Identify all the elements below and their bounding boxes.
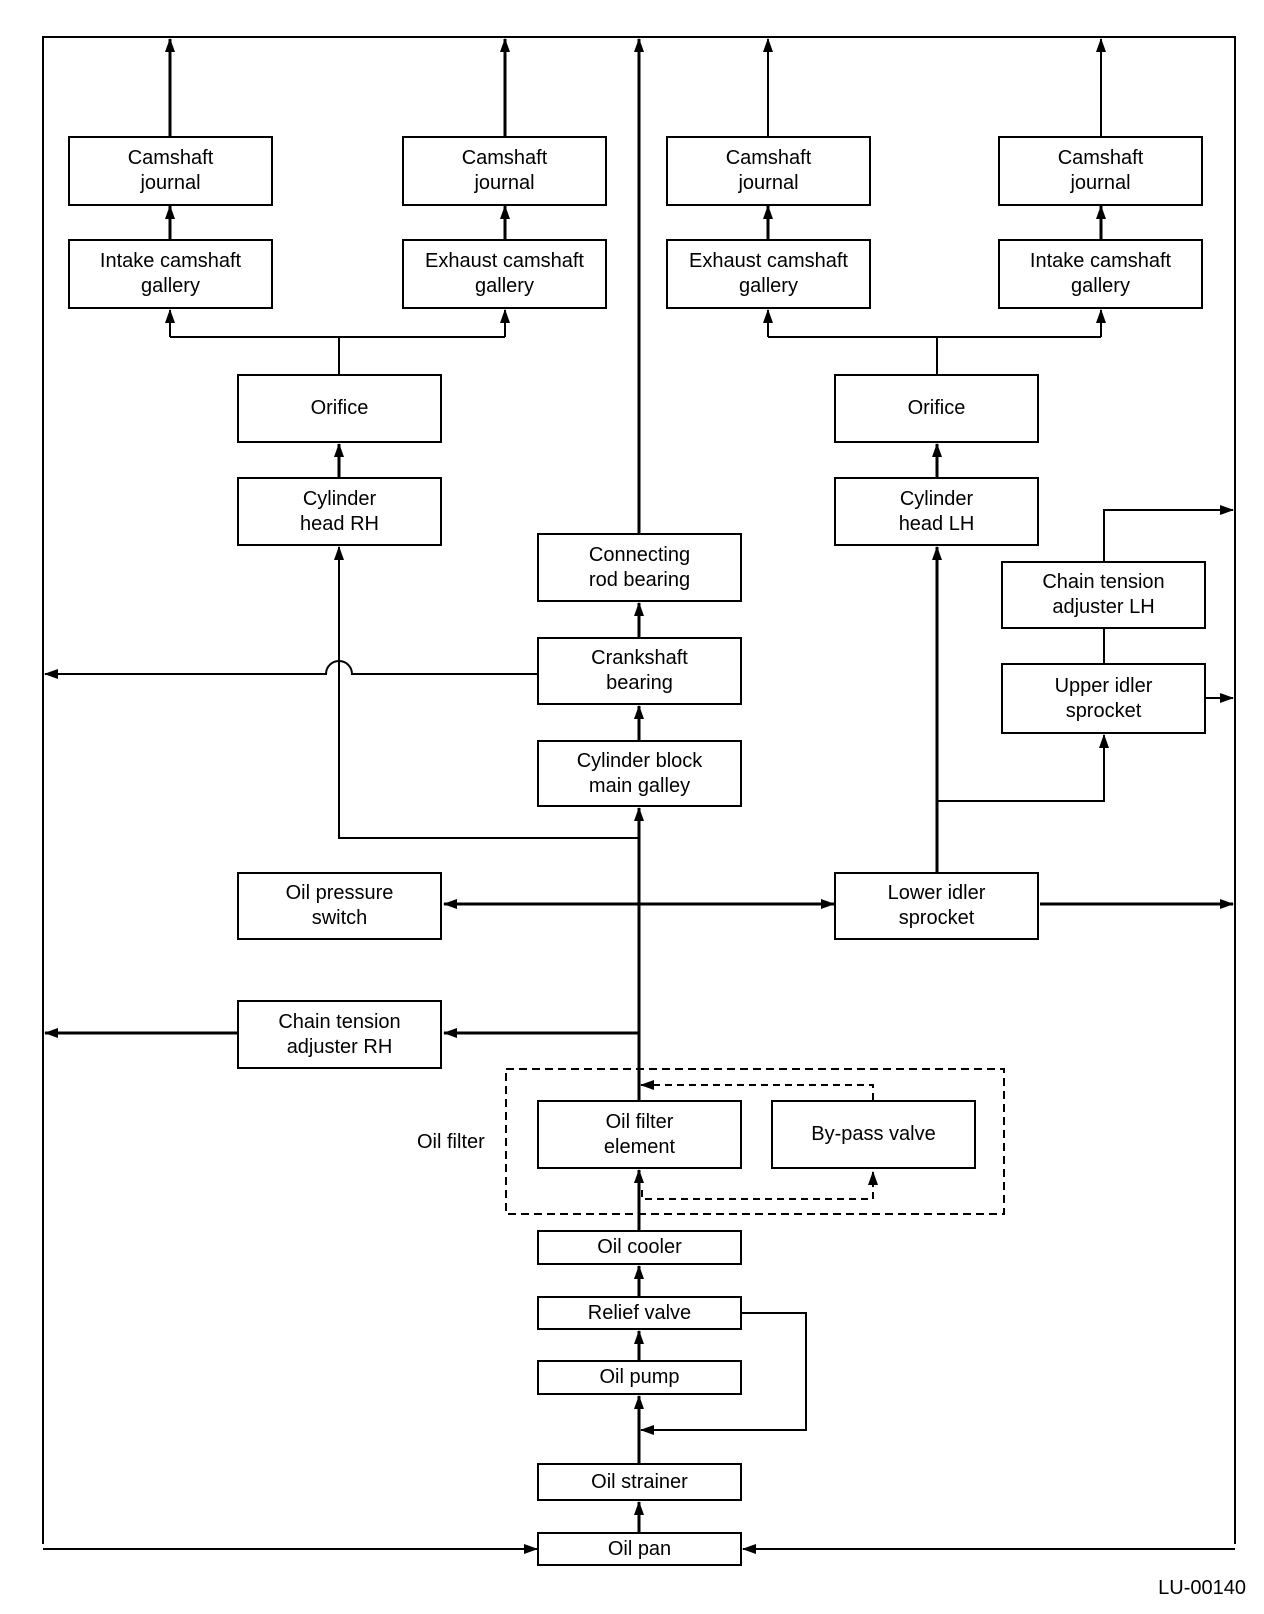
- bypass-outlet: [640, 1080, 874, 1100]
- orifice-lh: Orifice: [834, 374, 1039, 443]
- crankshaft-bearing: Crankshaft bearing: [537, 637, 742, 705]
- oil-filter-element: Oil filter element: [537, 1100, 742, 1169]
- connecting-rod-bearing: Connecting rod bearing: [537, 533, 742, 602]
- orifice-rh: Orifice: [237, 374, 442, 443]
- camshaft-journal-lh-exhaust: Camshaft journal: [666, 136, 871, 206]
- chain-tension-adjuster-lh: Chain tension adjuster LH: [1001, 561, 1206, 629]
- chain-tension-adjuster-rh: Chain tension adjuster RH: [237, 1000, 442, 1069]
- cylinder-head-lh: Cylinder head LH: [834, 477, 1039, 546]
- exhaust-camshaft-gallery-rh: Exhaust camshaft gallery: [402, 239, 607, 309]
- lower-idler-sprocket: Lower idler sprocket: [834, 872, 1039, 940]
- cylinder-head-rh: Cylinder head RH: [237, 477, 442, 546]
- relief-return-loop: [640, 1312, 807, 1435]
- flow-to-head-rh: [334, 546, 639, 839]
- camshaft-journal-lh-intake: Camshaft journal: [998, 136, 1203, 206]
- return-frame: [42, 36, 1236, 1544]
- relief-valve: Relief valve: [537, 1296, 742, 1330]
- intake-camshaft-gallery-rh: Intake camshaft gallery: [68, 239, 273, 309]
- oil-filter-housing: [505, 1068, 1005, 1215]
- flow-chain-lh-return: [1103, 505, 1234, 561]
- flow-to-upper-idler: [937, 734, 1109, 802]
- oil-strainer: Oil strainer: [537, 1463, 742, 1501]
- camshaft-journal-rh-intake: Camshaft journal: [68, 136, 273, 206]
- oil-cooler: Oil cooler: [537, 1230, 742, 1265]
- bypass-valve: By-pass valve: [771, 1100, 976, 1169]
- oil-filter-label: Oil filter: [417, 1131, 485, 1153]
- exhaust-camshaft-gallery-lh: Exhaust camshaft gallery: [666, 239, 871, 309]
- intake-camshaft-gallery-lh: Intake camshaft gallery: [998, 239, 1203, 309]
- flow-crank-return: [44, 660, 537, 679]
- upper-idler-sprocket: Upper idler sprocket: [1001, 663, 1206, 734]
- oil-pan: Oil pan: [537, 1532, 742, 1566]
- cylinder-block-main-galley: Cylinder block main galley: [537, 740, 742, 807]
- oil-pump: Oil pump: [537, 1360, 742, 1395]
- camshaft-journal-rh-exhaust: Camshaft journal: [402, 136, 607, 206]
- bypass-inlet: [641, 1171, 878, 1200]
- oil-pressure-switch: Oil pressure switch: [237, 872, 442, 940]
- figure-id: LU-00140: [1158, 1577, 1246, 1599]
